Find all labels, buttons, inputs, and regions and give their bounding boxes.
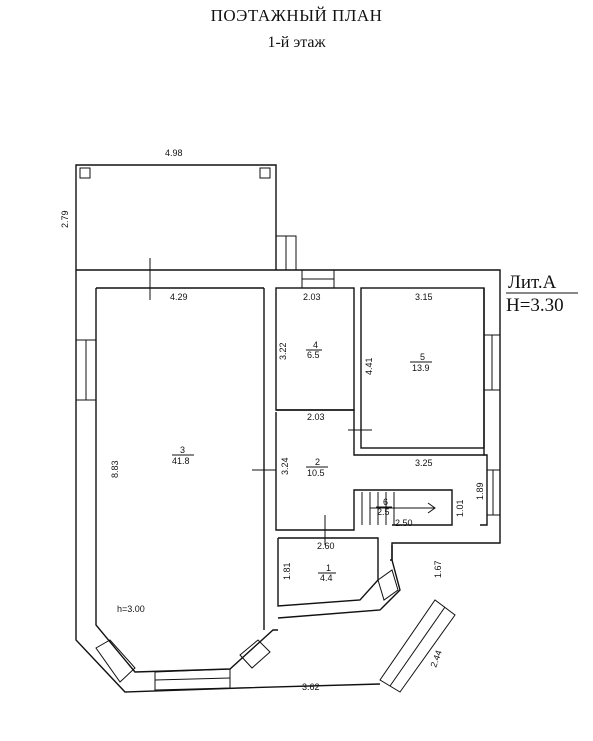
dim-room4-width: 2.03 (303, 292, 321, 302)
room-2-number: 2 (315, 457, 320, 467)
lit-height: Н=3.30 (506, 295, 564, 316)
plan-subtitle: 1-й этаж (267, 34, 326, 51)
dim-room2-depth: 3.24 (280, 457, 290, 475)
door-marks (149, 258, 372, 545)
porch-outline (75, 164, 297, 271)
room-4-number: 4 (313, 340, 318, 350)
dim-room4-depth: 3.22 (278, 342, 288, 360)
room-5-number: 5 (420, 352, 425, 362)
exterior-walls (75, 269, 501, 693)
dim-bay-diagonal: 2.44 (428, 649, 443, 669)
partitions (275, 287, 485, 619)
dim-room1-width: 2.60 (317, 541, 335, 551)
dim-porch-width: 4.98 (165, 148, 183, 158)
room-6-area: 2.5 (377, 507, 390, 517)
dim-room5-width: 3.15 (415, 292, 433, 302)
dim-porch-depth: 2.79 (60, 210, 70, 228)
dim-room1-depth: 1.81 (282, 562, 292, 580)
room-1-area: 4.4 (320, 573, 333, 583)
room-1-number: 1 (326, 563, 331, 573)
dim-bottom-width: 3.62 (302, 682, 320, 692)
room-3-number: 3 (180, 445, 185, 455)
dim-stair-width: 2.50 (395, 518, 413, 528)
dim-room2-right: 3.25 (415, 458, 433, 468)
room-6-number: 6 (383, 497, 388, 507)
dim-bay-side: 1.67 (433, 560, 443, 578)
ceiling-height: h=3.00 (117, 604, 145, 614)
room-3-area: 41.8 (172, 456, 190, 466)
room-4-area: 6.5 (307, 350, 320, 360)
lit-label: Лит.А (508, 272, 557, 293)
room-labels: 3 41.8 4 6.5 5 13.9 2 10.5 6 2.5 1 4.4 (172, 340, 432, 583)
dimension-labels: 4.98 2.79 4.29 8.83 2.03 3.22 2.03 3.15 … (60, 148, 485, 692)
dim-right-wall: 1.89 (475, 482, 485, 500)
dim-stair-depth: 1.01 (455, 499, 465, 517)
lit-stamp: Лит.А Н=3.30 (506, 272, 578, 316)
dim-room3-width: 4.29 (170, 292, 188, 302)
room-2-area: 10.5 (307, 468, 325, 478)
windows (75, 269, 501, 693)
dim-room3-length: 8.83 (110, 460, 120, 478)
stairs (361, 492, 436, 525)
room-5-area: 13.9 (412, 363, 430, 373)
plan-title: ПОЭТАЖНЫЙ ПЛАН (210, 6, 383, 25)
dim-room4-bottom: 2.03 (307, 412, 325, 422)
dim-room5-depth: 4.41 (364, 357, 374, 375)
